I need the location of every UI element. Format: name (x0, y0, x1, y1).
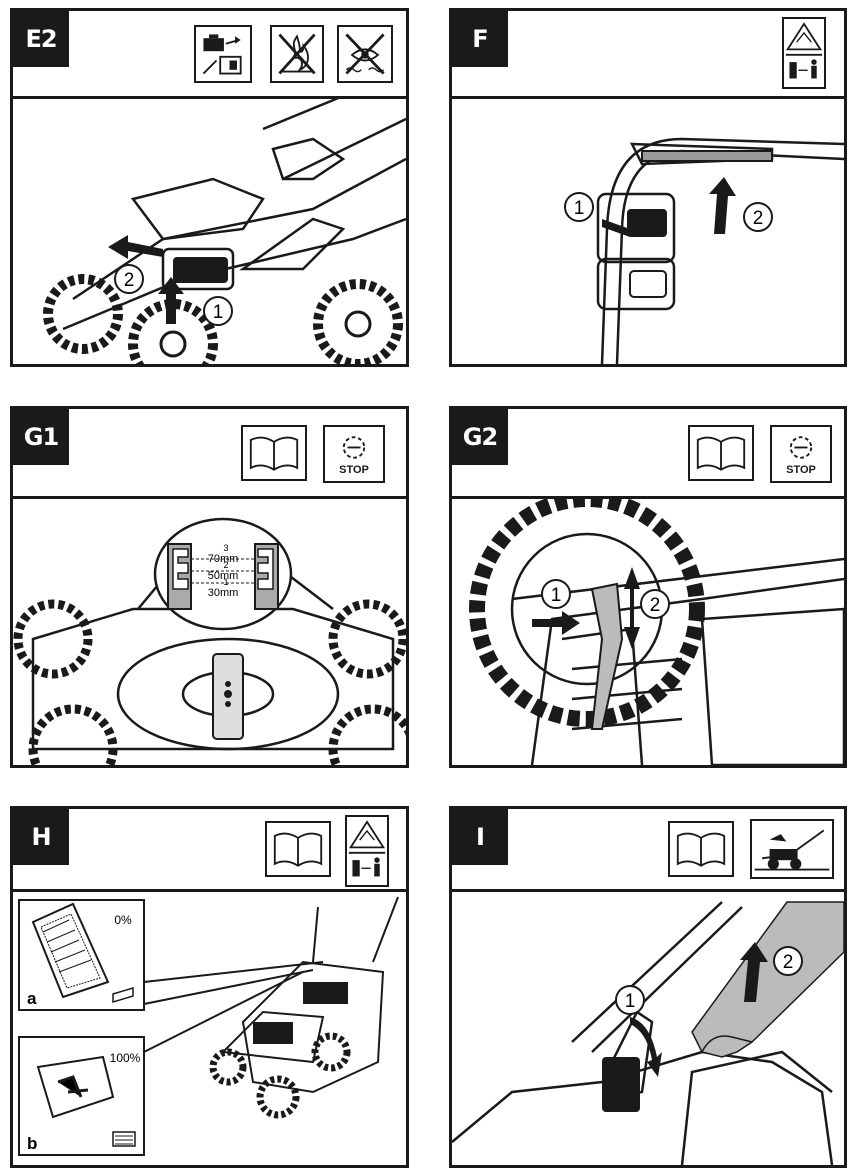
svg-text:1: 1 (625, 991, 636, 1012)
stop-label: STOP (786, 464, 816, 476)
panel-tag: H (13, 809, 69, 865)
panel-e2: E2 (10, 8, 409, 367)
manual-book-icon (688, 425, 754, 481)
svg-text:2: 2 (650, 595, 661, 616)
level-3-value: 70mm (208, 553, 239, 565)
panel-header (13, 409, 406, 499)
height-detail-inset: 3 70mm 2 50mm 1 30mm (153, 517, 293, 631)
mower-battery-illustration: 2 1 (43, 99, 406, 364)
level-2-num: 2 (223, 560, 228, 570)
svg-text:1: 1 (551, 585, 562, 606)
svg-text:2: 2 (783, 952, 794, 973)
callout-1: 1 (541, 579, 571, 609)
panel-illustration: 0% a 100% b (13, 892, 406, 1165)
level-1-value: 30mm (208, 587, 239, 599)
panel-header (452, 409, 844, 499)
panel-g2: G2 STOP 1 2 (449, 406, 847, 768)
callout-1: 1 (203, 296, 233, 326)
callout-1: 1 (615, 985, 645, 1015)
cutting-height-illustration: 3 70mm 2 50mm 1 30mm (13, 517, 406, 765)
panel-h: H (10, 806, 409, 1168)
panel-i: I 1 2 (449, 806, 847, 1168)
panel-tag: I (452, 809, 508, 865)
mower-empty-icon (750, 819, 834, 879)
no-water-icon (337, 25, 393, 83)
stop-blade-icon: STOP (770, 425, 832, 483)
stop-label: STOP (339, 464, 369, 476)
callout-1: 1 (564, 192, 594, 222)
panel-header (452, 11, 844, 99)
battery-removal-icon (194, 25, 252, 83)
manual-book-icon (241, 425, 307, 481)
inset-b-label: b (27, 1134, 37, 1153)
callout-2: 2 (114, 264, 144, 294)
panel-g1: G1 STOP (10, 406, 409, 768)
callout-2: 2 (743, 202, 773, 232)
handle-unlock-illustration: 1 2 (564, 137, 844, 364)
svg-text:2: 2 (124, 270, 135, 291)
manual-book-icon (265, 821, 331, 877)
no-fire-icon (270, 25, 324, 83)
panel-tag: G1 (13, 409, 69, 465)
panel-f: F 1 2 (449, 8, 847, 367)
panel-illustration: 2 1 (13, 99, 406, 364)
grass-bag-removal-illustration: 1 2 (452, 901, 844, 1165)
svg-text:2: 2 (753, 208, 764, 229)
inset-b-percent: 100% (110, 1051, 141, 1065)
panel-header (452, 809, 844, 892)
manual-book-icon (668, 821, 734, 877)
warning-blade-icon (345, 815, 389, 887)
inset-a-percent: 0% (114, 913, 132, 927)
inset-a-label: a (27, 989, 37, 1008)
level-1-num: 1 (223, 577, 228, 587)
svg-text:1: 1 (213, 302, 224, 323)
panel-header (13, 809, 406, 892)
panel-tag: F (452, 11, 508, 67)
panel-header (13, 11, 406, 99)
panel-illustration: 1 2 (452, 99, 844, 364)
svg-text:1: 1 (574, 198, 585, 219)
callout-2: 2 (640, 589, 670, 619)
panel-illustration: 1 2 (452, 499, 844, 765)
stop-blade-icon: STOP (323, 425, 385, 483)
panel-illustration: 1 2 (452, 892, 844, 1165)
panel-tag: G2 (452, 409, 508, 465)
callout-2: 2 (773, 946, 803, 976)
warning-blade-icon (782, 17, 826, 89)
level-3-num: 3 (223, 543, 228, 553)
panel-tag: E2 (13, 11, 69, 67)
fill-indicator-illustration: 0% a 100% b (18, 896, 399, 1156)
panel-illustration: 3 70mm 2 50mm 1 30mm (13, 499, 406, 765)
level-2-value: 50mm (208, 570, 239, 582)
height-lever-illustration: 1 2 (469, 499, 844, 765)
